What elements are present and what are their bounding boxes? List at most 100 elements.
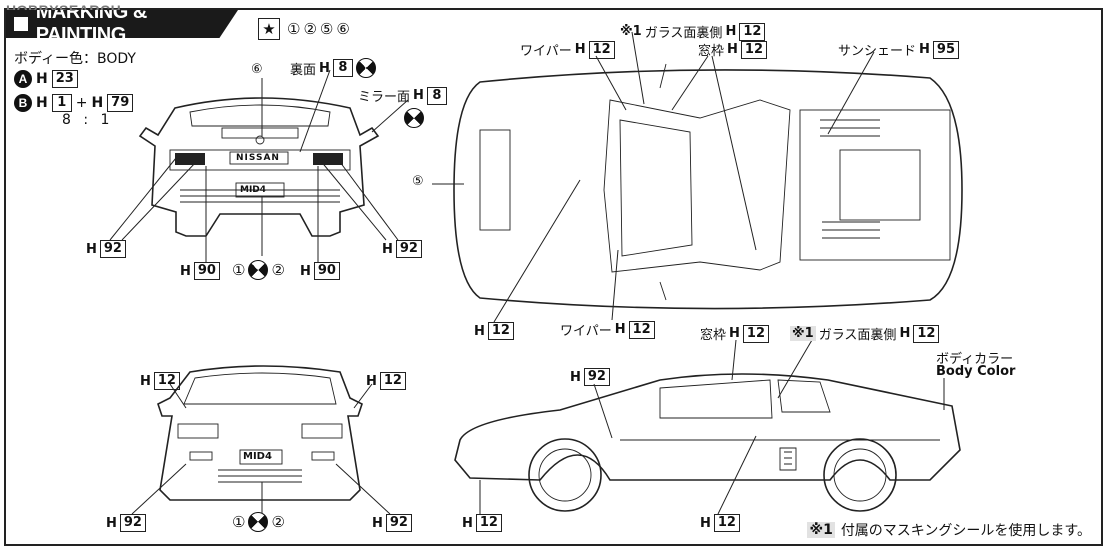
paint-code: 12 (740, 40, 767, 59)
paint-code: 8 (426, 86, 447, 105)
b-badge: B (14, 94, 32, 112)
label-text: 裏面 (290, 62, 317, 78)
h-prefix: H (319, 60, 330, 76)
h-prefix: H (106, 515, 117, 531)
side-h12-bottom-left: H 12 (462, 514, 502, 532)
h-prefix: H (382, 241, 393, 257)
side-body-color-jp: ボディカラー (936, 352, 1014, 367)
h-prefix: H (474, 323, 485, 339)
paint-code: 92 (119, 514, 146, 532)
paint-code: 12 (379, 372, 406, 390)
rear-h90-left: H 90 (180, 262, 220, 280)
top-h12-bottom: H 12 (474, 322, 514, 340)
h-prefix: H (899, 326, 911, 341)
mix-b: B H 1 + H 79 (14, 94, 134, 112)
front-h12-right: H 12 (366, 372, 406, 390)
note-mark: ※1 (620, 24, 642, 39)
decal-num: ① (232, 261, 246, 279)
top-num5: ⑤ (412, 174, 424, 189)
side-window-frame-label: 窓枠 H 12 (700, 324, 769, 343)
label-text: 窓枠 (698, 44, 725, 59)
side-h92: H 92 (570, 368, 610, 386)
paint-code: 12 (628, 320, 655, 339)
h-prefix: H (86, 241, 97, 257)
paint-code: 92 (99, 240, 126, 258)
paint-code: 12 (742, 324, 769, 343)
label-text: ワイパー (520, 44, 572, 59)
footnote: ※1 付属のマスキングシールを使用します。 (807, 520, 1091, 540)
mix-a: A H 23 (14, 70, 78, 88)
rear-view-drawing (138, 97, 380, 237)
front-h12-left: H 12 (140, 372, 180, 390)
side-view-drawing (454, 373, 961, 512)
paint-code: 8 (332, 59, 353, 77)
top-glass-label: ※1 ガラス面裏側 H 12 (620, 22, 766, 41)
paint-code: 79 (107, 94, 134, 112)
footnote-text: 付属のマスキングシールを使用します。 (840, 523, 1091, 539)
decal-num: ② (271, 261, 285, 279)
paint-num: ⑥ (336, 20, 350, 38)
paint-code: 90 (313, 262, 340, 280)
label-text: 窓枠 (700, 328, 727, 343)
rear-inner-label: 裏面 H 8 (290, 53, 381, 83)
paint-code: 12 (713, 514, 740, 532)
paint-code: 12 (913, 324, 940, 343)
h-prefix: H (366, 373, 377, 389)
banner-square-icon (14, 17, 28, 31)
front-bottom-decals: ① ② (232, 507, 285, 537)
paint-code: 1 (51, 94, 72, 112)
rear-plate-text: MID4 (240, 185, 267, 195)
h-prefix: H (372, 515, 383, 531)
h-prefix: H (462, 515, 473, 531)
h-prefix: H (413, 88, 424, 103)
note-mark: ※1 (790, 326, 816, 341)
decal-num: ① (232, 513, 246, 531)
h-prefix: H (725, 24, 737, 39)
plus-sign: + (75, 95, 88, 111)
paint-code: 12 (487, 322, 514, 340)
side-glass-label: ※1 ガラス面裏側 H 12 (790, 324, 940, 343)
top-sunshade-label: サンシェード H 95 (838, 40, 959, 59)
h-prefix: H (729, 326, 740, 341)
h-prefix: H (570, 369, 581, 385)
rear-bottom-decals: ① ② (232, 255, 285, 285)
paint-num: ① (287, 20, 301, 38)
label-text: ミラー面 (358, 90, 411, 105)
label-text: サンシェード (838, 44, 917, 59)
paint-num: ⑤ (319, 20, 334, 38)
paint-num: ② (303, 20, 317, 38)
rear-h90-right: H 90 (300, 262, 340, 280)
decal-num: ② (271, 513, 285, 531)
paint-code: 12 (475, 514, 502, 532)
sheet-frame (4, 8, 1103, 546)
top-wiper-label: ワイパー H 12 (520, 40, 615, 59)
note-mark: ※1 (807, 522, 835, 538)
h-prefix: H (700, 515, 711, 531)
top-view-drawing (453, 63, 963, 310)
decal-marker-icon (399, 103, 429, 133)
paint-code: 95 (932, 40, 959, 59)
front-plate-text: MID4 (243, 451, 272, 462)
paint-code: 92 (385, 514, 412, 532)
h-prefix: H (614, 322, 626, 337)
h-prefix: H (727, 42, 738, 57)
banner-title: MARKING & PAINTING (35, 1, 148, 46)
top-wiper-bottom-label: ワイパー H 12 (560, 320, 655, 339)
section-banner: MARKING & PAINTING (6, 10, 238, 38)
paint-set: ★ ① ② ⑤ ⑥ (258, 18, 350, 40)
side-body-color-en: Body Color (936, 364, 1016, 379)
h-prefix: H (36, 95, 48, 111)
star-icon: ★ (258, 18, 280, 40)
rear-h92-left: H 92 (86, 240, 126, 258)
rear-badge-text: NISSAN (236, 153, 280, 163)
side-h12-bottom-mid: H 12 (700, 514, 740, 532)
paint-code: 23 (51, 70, 78, 88)
label-text: ガラス面裏側 (818, 328, 897, 343)
mirror-label: ミラー面 H 8 (358, 86, 447, 105)
front-h92-left: H 92 (106, 514, 146, 532)
label-text: ガラス面裏側 (644, 26, 723, 41)
a-badge: A (14, 70, 32, 88)
decal-marker-icon (351, 53, 381, 83)
